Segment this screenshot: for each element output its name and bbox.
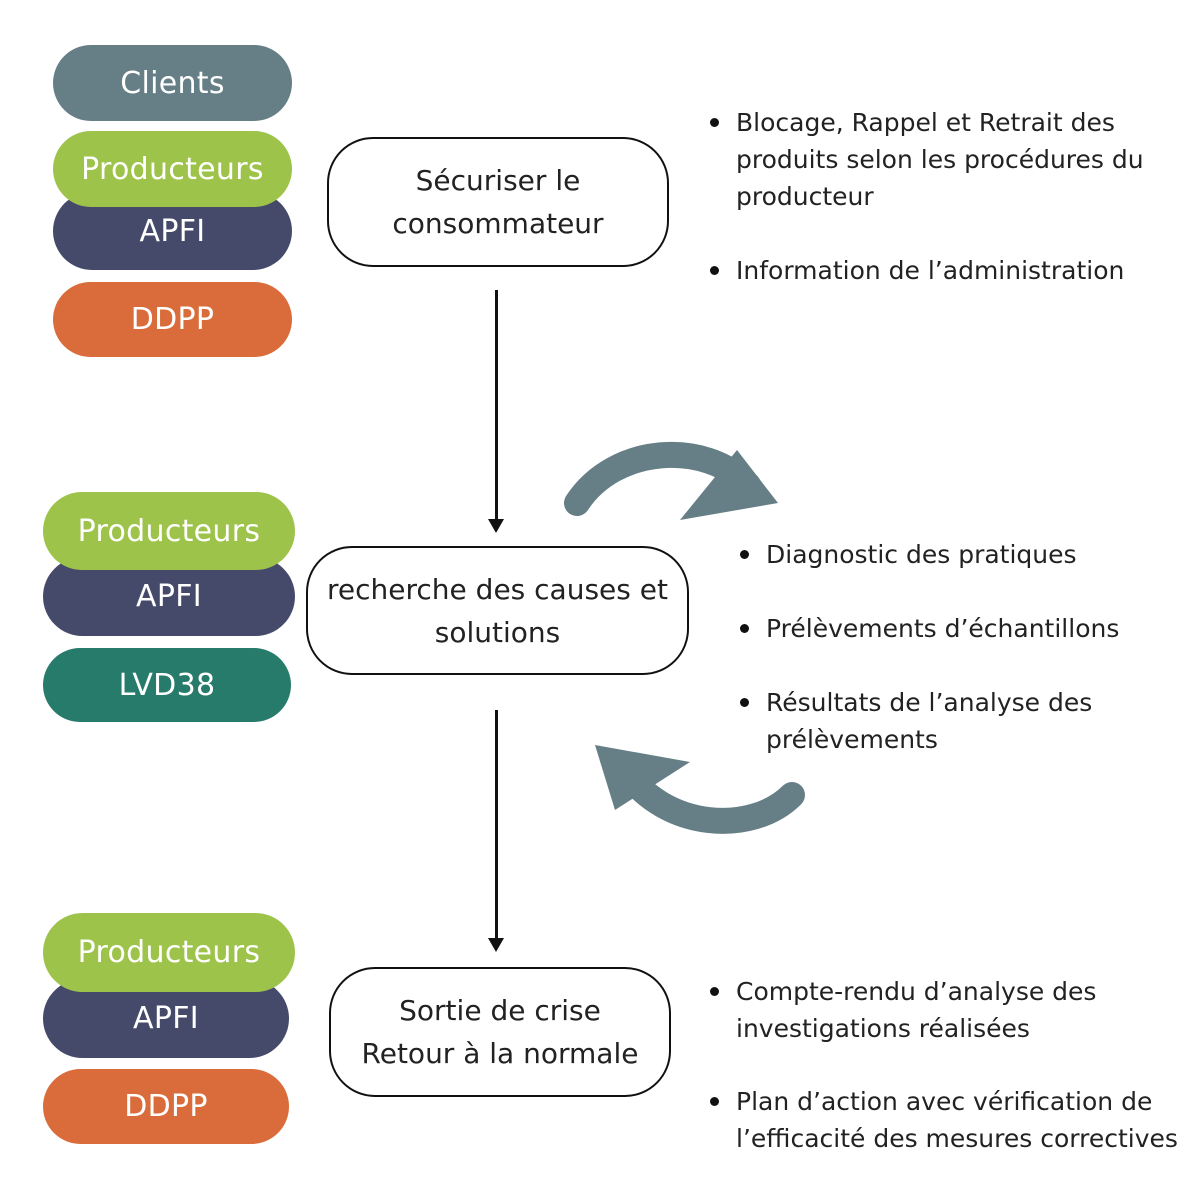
step-text-line: recherche des causes et — [327, 572, 668, 606]
list-item: Résultats de l’analyse des prélèvements — [738, 684, 1119, 758]
actor-badge-producteurs: Producteurs — [43, 913, 295, 992]
step-text-line: Sécuriser le — [415, 164, 581, 197]
securiser-actions-list: Blocage, Rappel et Retrait des produits … — [708, 104, 1144, 289]
list-item-line: Prélèvements d’échantillons — [766, 614, 1120, 643]
actor-badge-clients: Clients — [53, 45, 292, 121]
list-item-line: investigations réalisées — [736, 1014, 1030, 1043]
list-item-line: prélèvements — [766, 725, 938, 754]
actor-badge-producteurs: Producteurs — [43, 492, 295, 570]
list-item: Blocage, Rappel et Retrait des produits … — [708, 104, 1144, 215]
curved-arrow-icon — [595, 745, 805, 834]
list-item-line: Information de l’administration — [736, 256, 1125, 285]
actor-badge-lvd38: LVD38 — [43, 648, 291, 722]
step-text-line: solutions — [434, 615, 561, 649]
actor-badge-apfi: APFI — [43, 557, 295, 636]
list-item: Diagnostic des pratiques — [738, 536, 1119, 573]
list-item-line: Plan d’action avec vérification de — [736, 1087, 1153, 1116]
list-item-line: Blocage, Rappel et Retrait des — [736, 108, 1115, 137]
step-text-line: consommateur — [392, 207, 604, 240]
list-item: Information de l’administration — [708, 252, 1144, 289]
list-item-line: l’efficacité des mesures correctives — [736, 1124, 1178, 1153]
actor-badge-ddpp: DDPP — [53, 282, 292, 357]
list-item-line: Résultats de l’analyse des — [766, 688, 1093, 717]
step-securiser-consommateur: Sécuriser le consommateur — [327, 137, 669, 267]
step-sortie-de-crise: Sortie de crise Retour à la normale — [329, 967, 671, 1097]
list-item-line: produits selon les procédures du — [736, 145, 1144, 174]
actor-badge-producteurs: Producteurs — [53, 131, 292, 207]
sortie-actions-list: Compte-rendu d’analyse des investigation… — [708, 973, 1178, 1157]
step-recherche-causes: recherche des causes et solutions — [306, 546, 689, 675]
list-item-line: producteur — [736, 182, 874, 211]
actor-badge-apfi: APFI — [43, 979, 289, 1058]
list-item: Compte-rendu d’analyse des investigation… — [708, 973, 1178, 1047]
actor-badge-ddpp: DDPP — [43, 1069, 289, 1144]
list-item: Prélèvements d’échantillons — [738, 610, 1119, 647]
recherche-actions-list: Diagnostic des pratiques Prélèvements d’… — [738, 536, 1119, 758]
list-item-line: Compte-rendu d’analyse des — [736, 977, 1097, 1006]
list-item: Plan d’action avec vérification de l’eff… — [708, 1083, 1178, 1157]
step-text-line: Sortie de crise — [399, 994, 601, 1027]
step-text-line: Retour à la normale — [361, 1037, 639, 1070]
list-item-line: Diagnostic des pratiques — [766, 540, 1077, 569]
curved-arrow-icon — [564, 441, 778, 520]
